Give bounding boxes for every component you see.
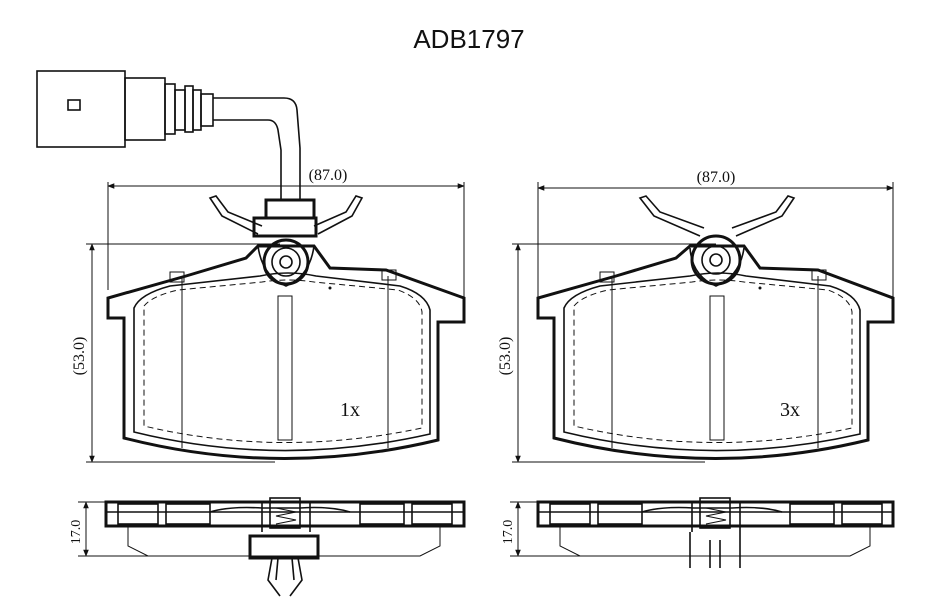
right-width-label: (87.0) <box>697 169 736 186</box>
right-side-view: 17.0 <box>501 497 895 568</box>
left-height-dimension: (53.0) <box>71 243 280 463</box>
right-brake-pad-view: (87.0) (53.0) 3x <box>497 169 895 568</box>
left-height-label: (53.0) <box>71 337 88 376</box>
left-thickness-label: 17.0 <box>69 520 84 545</box>
wear-sensor-connector <box>36 70 214 148</box>
part-number-title: ADB1797 <box>413 24 525 54</box>
left-brake-pad-view: (87.0) (53.0) <box>36 70 466 597</box>
wear-sensor-cable <box>213 97 301 200</box>
right-center-boss <box>689 234 745 287</box>
right-thickness-label: 17.0 <box>501 520 516 545</box>
right-height-dimension: (53.0) <box>497 243 716 463</box>
left-backing-plate <box>106 244 466 460</box>
right-height-label: (53.0) <box>497 337 514 376</box>
left-width-label: (87.0) <box>309 167 348 184</box>
left-side-view: 17.0 <box>69 497 466 597</box>
right-backing-plate <box>536 244 895 460</box>
left-friction-material <box>133 272 431 452</box>
right-quantity-label: 3x <box>780 399 800 421</box>
left-width-dimension: (87.0) <box>107 167 465 300</box>
left-quantity-label: 1x <box>340 399 360 421</box>
right-friction-material <box>563 272 861 452</box>
left-sensor-housing <box>252 198 318 287</box>
right-width-dimension: (87.0) <box>537 169 894 300</box>
